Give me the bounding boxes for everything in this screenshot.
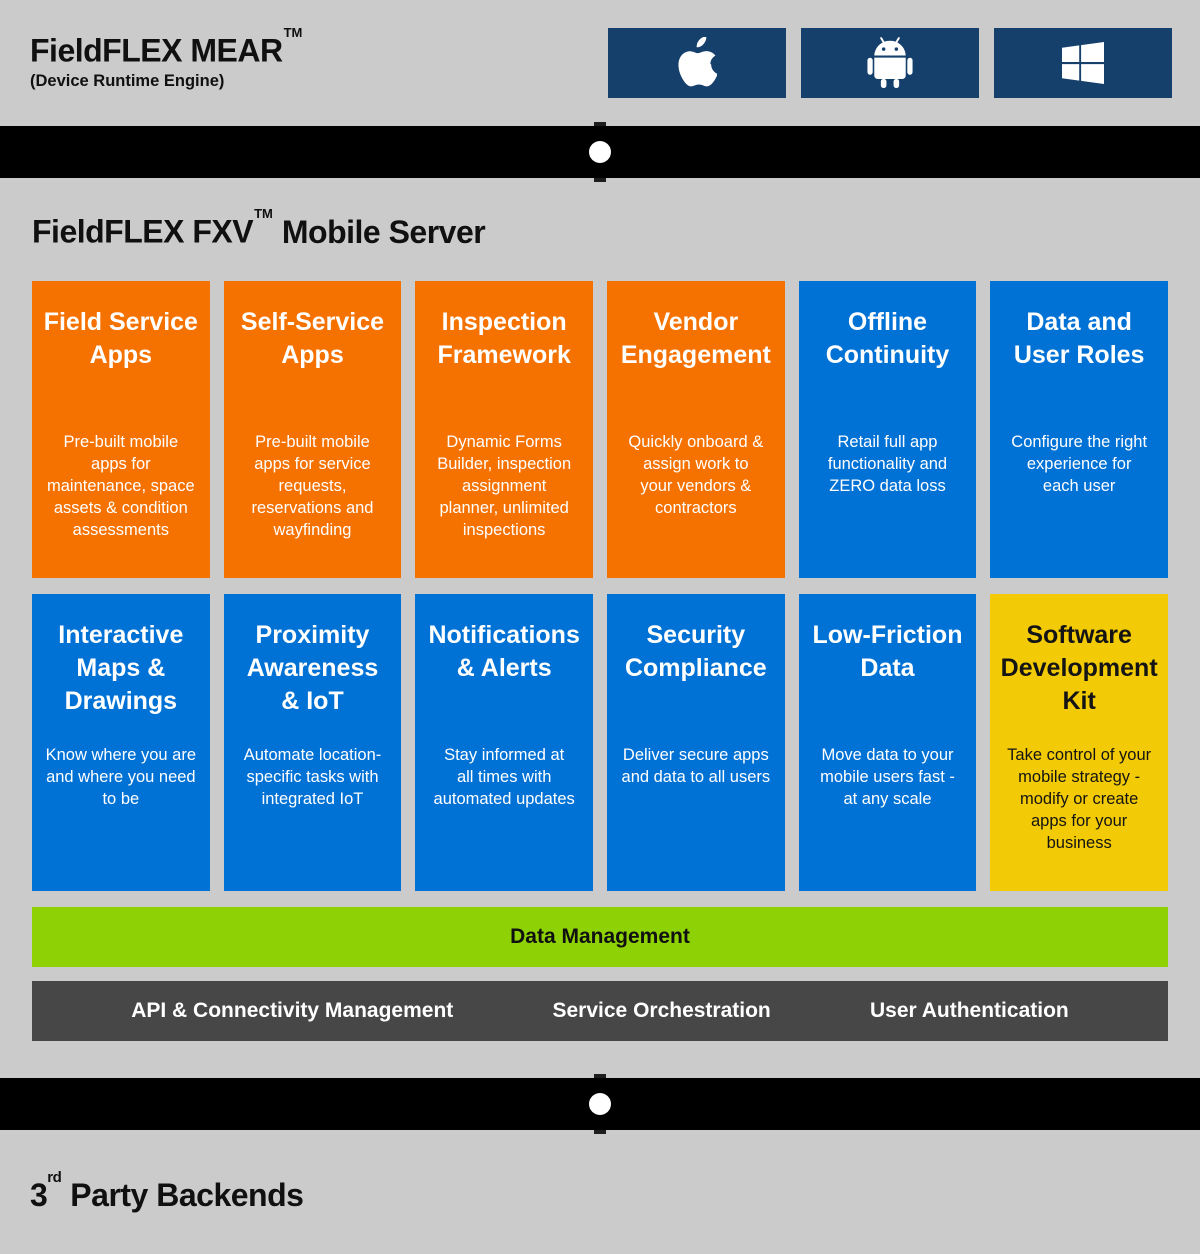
connector-bar-top	[0, 122, 1200, 182]
feature-card: Field Service Apps Pre-built mobile apps…	[32, 280, 210, 578]
service-bar-label: Service Orchestration	[552, 998, 771, 1022]
feature-card-body: Move data to your mobile users fast - at…	[820, 745, 955, 808]
feature-card: Low-Friction Data Move data to your mobi…	[798, 593, 977, 891]
feature-card-body: Deliver secure apps and data to all user…	[621, 745, 771, 786]
device-section-title: FieldFLEX MEARTM	[30, 25, 303, 69]
connector-tick-top	[594, 1073, 606, 1078]
feature-card: Software Development Kit Take control of…	[990, 593, 1168, 891]
feature-card-body: Pre-built mobile apps for service reques…	[251, 432, 374, 539]
backend-title-number: 3	[30, 1176, 48, 1213]
backend-title-rest: Party Backends	[70, 1176, 304, 1213]
feature-card-title: Offline Continuity	[825, 307, 950, 369]
feature-card: Proximity Awareness & IoT Automate locat…	[223, 593, 402, 891]
feature-card-body: Retail full app functionality and ZERO d…	[827, 432, 948, 495]
feature-card-body: Quickly onboard & assign work to your ve…	[628, 432, 764, 517]
feature-card-title: Security Compliance	[624, 620, 767, 682]
ordinal-superscript: rd	[47, 1169, 62, 1186]
feature-card-body: Automate location- specific tasks with i…	[243, 745, 382, 808]
feature-card: Data and User Roles Configure the right …	[990, 280, 1168, 578]
backend-section-title: 3rd Party Backends	[30, 1169, 1170, 1214]
service-bar-label: User Authentication	[869, 998, 1069, 1022]
apple-icon	[677, 37, 717, 87]
feature-card-title: Field Service Apps	[43, 307, 198, 369]
feature-card-title: Self-Service Apps	[240, 307, 385, 369]
platform-box-windows	[994, 28, 1172, 98]
feature-card-title: Proximity Awareness & IoT	[246, 620, 379, 715]
device-title-block: FieldFLEX MEARTM (Device Runtime Engine)	[30, 25, 303, 91]
feature-card: Vendor Engagement Quickly onboard & assi…	[607, 280, 785, 578]
feature-card-body: Configure the right experience for each …	[1011, 432, 1148, 495]
feature-card-title: Data and User Roles	[1013, 307, 1145, 369]
feature-card: Self-Service Apps Pre-built mobile apps …	[223, 280, 402, 578]
connector-bar-bottom	[0, 1073, 1200, 1134]
backend-section: 3rd Party Backends	[0, 1130, 1200, 1214]
mobile-server-section: FieldFLEX FXVTM Mobile Server Field Servi…	[0, 178, 1200, 1078]
service-bar-label: API & Connectivity Management	[131, 998, 454, 1022]
feature-card-title: Low-Friction Data	[812, 620, 963, 682]
feature-card: Security Compliance Deliver secure apps …	[607, 593, 785, 891]
feature-card-title: Notifications & Alerts	[428, 620, 580, 682]
device-title-text: FieldFLEX MEAR	[30, 32, 283, 69]
feature-card-grid: Field Service Apps Pre-built mobile apps…	[32, 280, 1168, 891]
server-title-text: FieldFLEX FXV	[32, 213, 254, 250]
trademark-superscript: TM	[283, 25, 303, 40]
device-runtime-section: FieldFLEX MEARTM (Device Runtime Engine)	[0, 0, 1200, 126]
feature-card: Inspection Framework Dynamic Forms Build…	[415, 280, 593, 578]
android-icon	[867, 37, 913, 89]
connector-dot	[589, 1092, 611, 1115]
connector-tick-bottom	[594, 1129, 606, 1134]
platform-box-apple	[608, 28, 786, 98]
feature-card-body: Take control of your mobile strategy - m…	[1007, 745, 1152, 852]
feature-card-body: Dynamic Forms Builder, inspection assign…	[437, 432, 572, 539]
feature-card-body: Stay informed at all times with automate…	[433, 745, 575, 808]
server-title-suffix: Mobile Server	[281, 213, 486, 250]
feature-card: Notifications & Alerts Stay informed at …	[415, 593, 593, 891]
connector-tick-top	[594, 122, 606, 126]
feature-card: Interactive Maps & Drawings Know where y…	[32, 593, 210, 891]
windows-icon	[1062, 42, 1104, 84]
connector-dot	[589, 141, 611, 163]
data-management-bar: Data Management	[32, 906, 1168, 967]
connector-tick-bottom	[594, 178, 606, 182]
feature-card-body: Pre-built mobile apps for maintenance, s…	[46, 432, 195, 539]
feature-card-body: Know where you are and where you need to…	[45, 745, 197, 808]
trademark-superscript: TM	[254, 206, 273, 221]
feature-card-title: Software Development Kit	[1000, 620, 1158, 715]
feature-card: Offline Continuity Retail full app funct…	[798, 280, 977, 578]
platform-box-android	[801, 28, 979, 98]
platform-services-bar: API & Connectivity Management Service Orc…	[32, 980, 1168, 1041]
feature-card-title: Interactive Maps & Drawings	[58, 620, 184, 715]
feature-card-title: Vendor Engagement	[620, 307, 771, 369]
feature-card-title: Inspection Framework	[437, 307, 571, 369]
device-section-subtitle: (Device Runtime Engine)	[30, 71, 225, 90]
server-section-title: FieldFLEX FXVTM Mobile Server	[32, 178, 1168, 252]
platform-row	[608, 28, 1172, 98]
